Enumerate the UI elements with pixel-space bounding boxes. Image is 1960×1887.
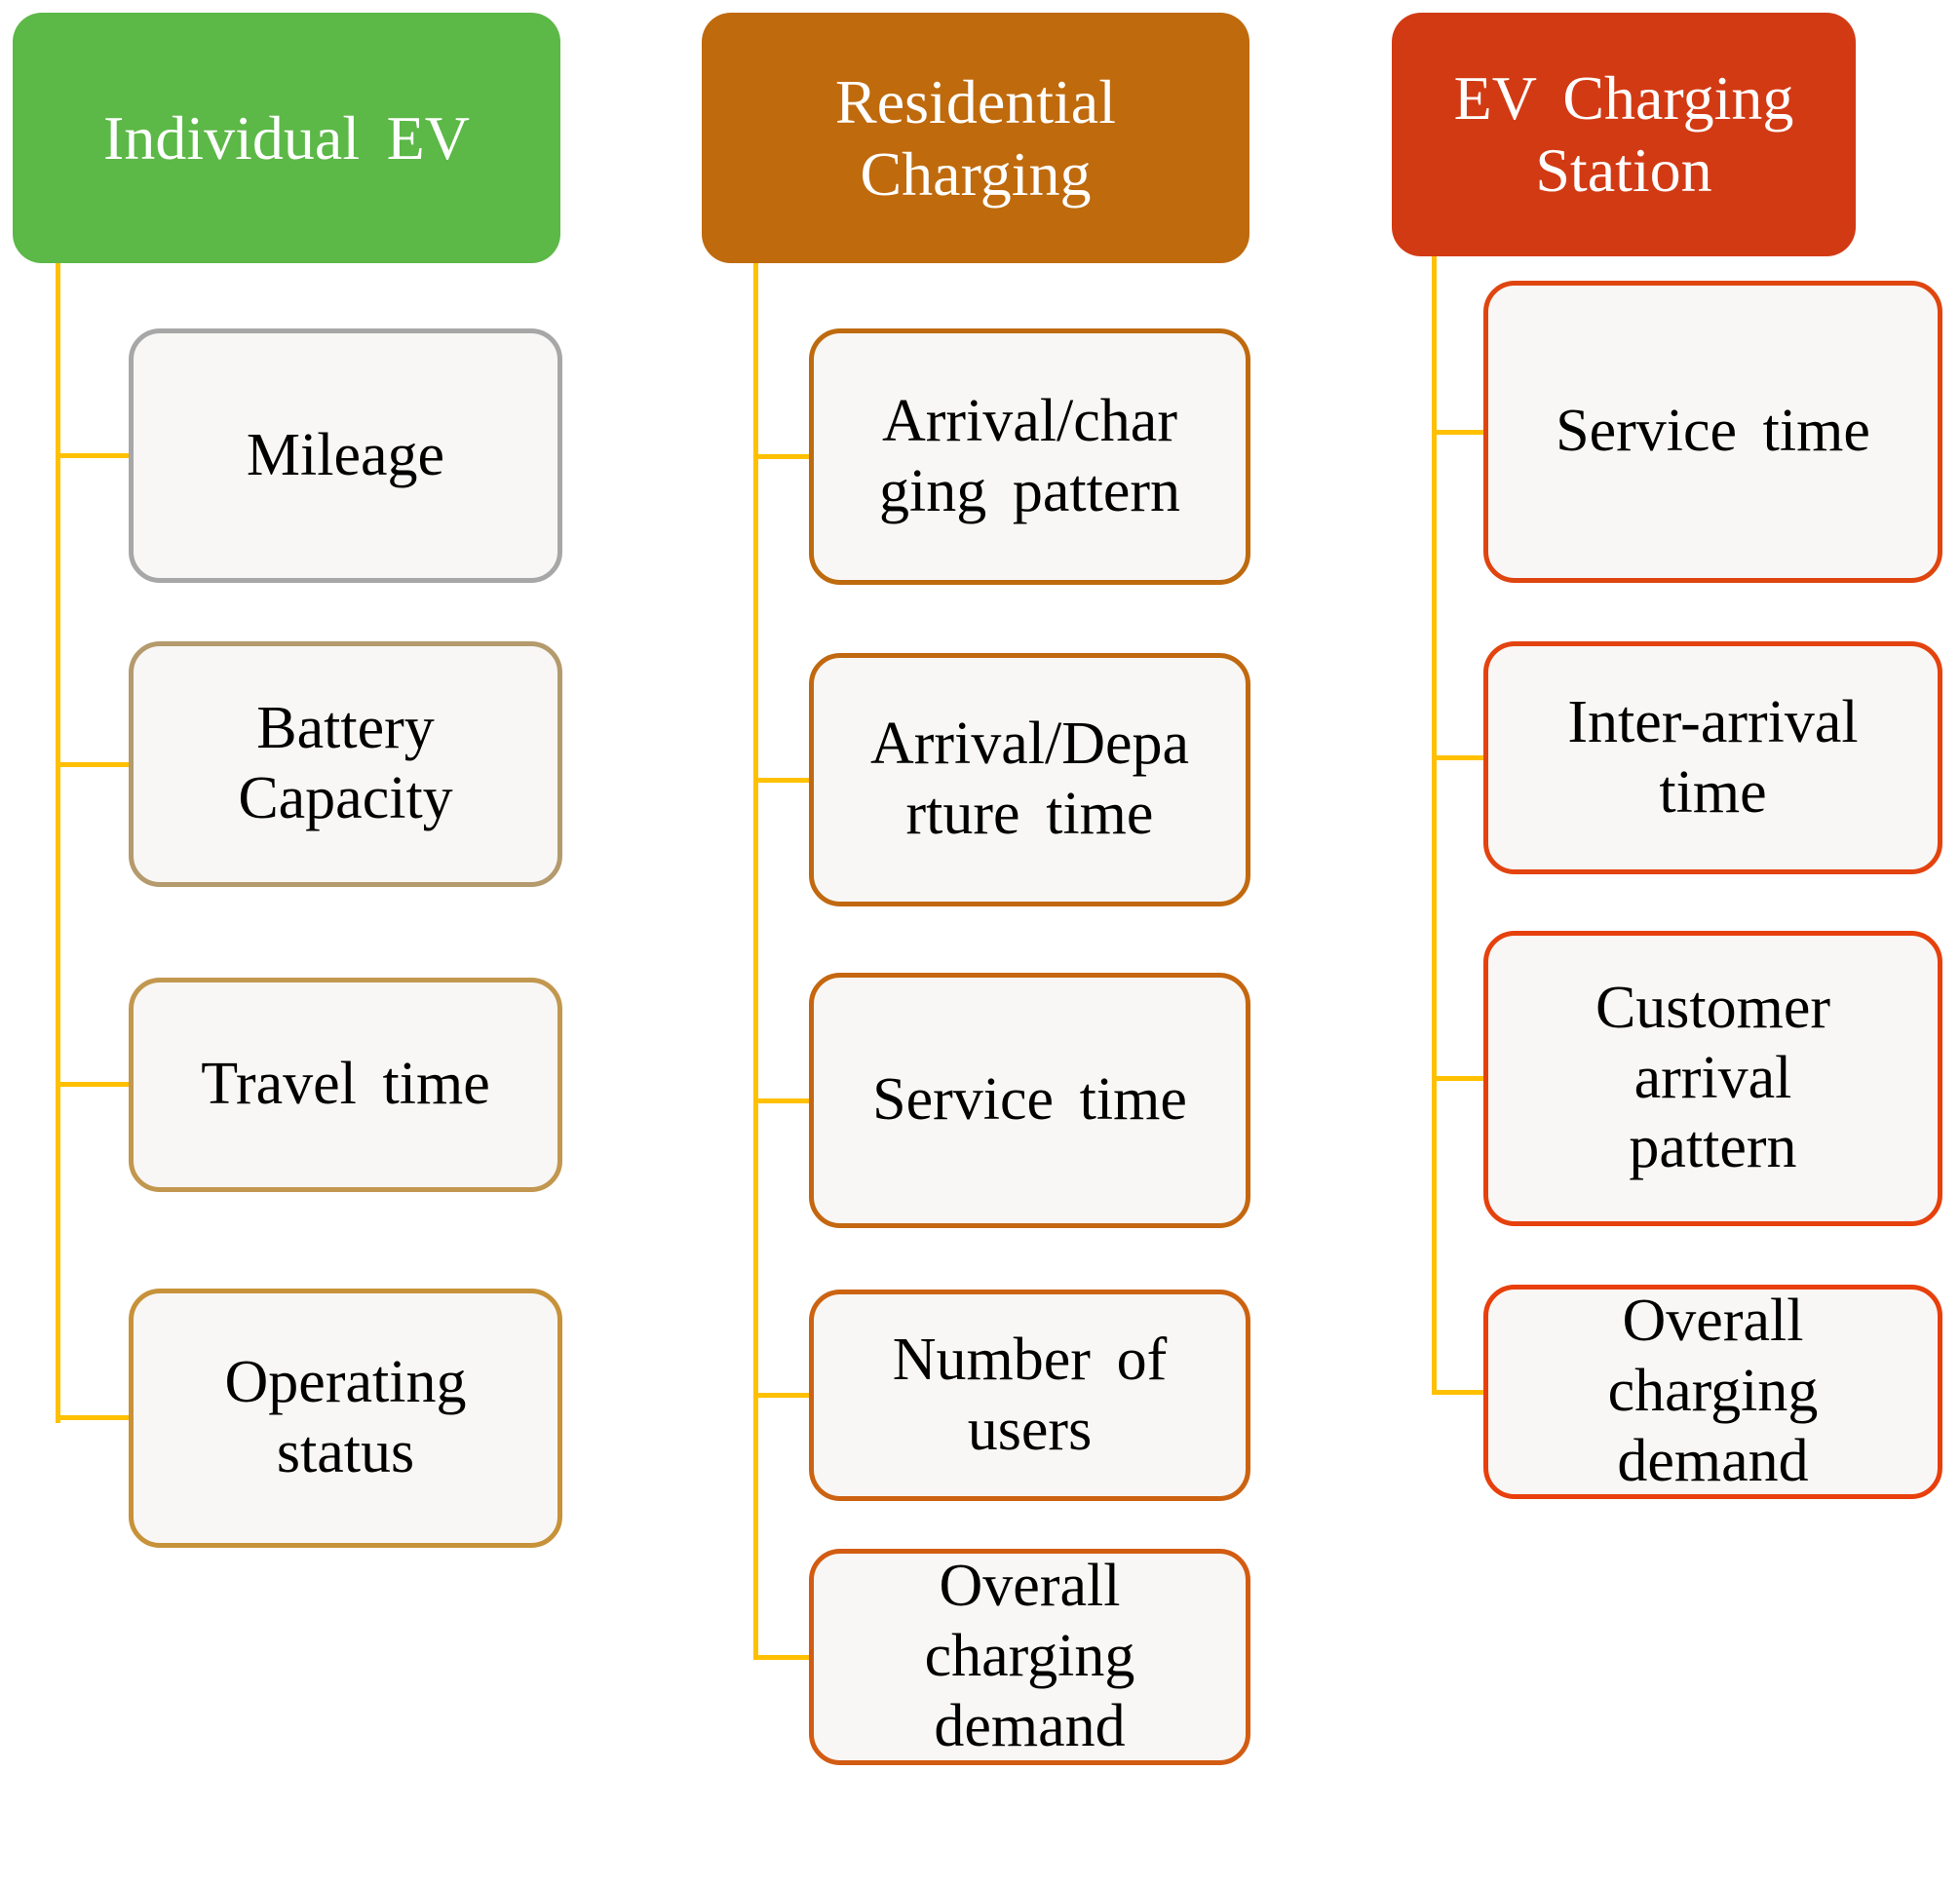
node-label: Overall charging demand	[1607, 1288, 1819, 1494]
header-residential-charging: Residential Charging	[702, 13, 1249, 263]
node-label: Operating status	[224, 1349, 467, 1485]
connector-stub	[753, 778, 812, 783]
node-battery-capacity: Battery Capacity	[129, 641, 562, 887]
header-label: Individual EV	[103, 102, 470, 173]
header-individual-ev: Individual EV	[13, 13, 560, 263]
header-ev-charging-station: EV Charging Station	[1392, 13, 1856, 256]
node-overall-charging-demand-station: Overall charging demand	[1483, 1285, 1942, 1499]
node-arrival-charging-pattern: Arrival/char ging pattern	[809, 328, 1250, 585]
node-travel-time: Travel time	[129, 978, 562, 1192]
connector-stub	[56, 453, 132, 458]
node-overall-charging-demand-residential: Overall charging demand	[809, 1549, 1250, 1765]
column1-connector-line	[56, 263, 60, 1423]
node-label: Battery Capacity	[238, 695, 453, 831]
node-label: Number of users	[892, 1326, 1168, 1463]
node-label: Arrival/char ging pattern	[878, 387, 1181, 524]
connector-stub	[1432, 1390, 1486, 1395]
connector-stub	[1432, 430, 1486, 435]
node-label: Travel time	[201, 1051, 490, 1118]
connector-stub	[753, 454, 812, 459]
node-label: Overall charging demand	[924, 1553, 1135, 1759]
node-label: Service time	[1556, 398, 1870, 465]
connector-stub	[56, 1082, 132, 1087]
column3-connector-line	[1432, 256, 1437, 1395]
connector-stub	[753, 1098, 812, 1103]
node-inter-arrival-time: Inter-arrival time	[1483, 641, 1942, 874]
connector-stub	[753, 1393, 812, 1398]
node-arrival-departure-time: Arrival/Depa rture time	[809, 653, 1250, 906]
connector-stub	[753, 1655, 812, 1660]
header-label: EV Charging Station	[1453, 63, 1794, 205]
node-mileage: Mileage	[129, 328, 562, 583]
node-operating-status: Operating status	[129, 1289, 562, 1548]
column2-connector-line	[753, 263, 758, 1660]
node-label: Mileage	[246, 421, 445, 488]
connector-stub	[56, 1415, 132, 1420]
connector-stub	[1432, 1076, 1486, 1081]
node-service-time-station: Service time	[1483, 281, 1942, 583]
node-label: Inter-arrival time	[1567, 688, 1859, 826]
connector-stub	[56, 762, 132, 767]
node-label: Service time	[872, 1066, 1187, 1134]
node-customer-arrival-pattern: Customer arrival pattern	[1483, 931, 1942, 1226]
node-label: Customer arrival pattern	[1595, 974, 1831, 1181]
node-number-of-users: Number of users	[809, 1290, 1250, 1501]
header-label: Residential Charging	[835, 66, 1116, 209]
connector-stub	[1432, 755, 1486, 760]
node-label: Arrival/Depa rture time	[869, 711, 1190, 847]
node-service-time-residential: Service time	[809, 973, 1250, 1228]
